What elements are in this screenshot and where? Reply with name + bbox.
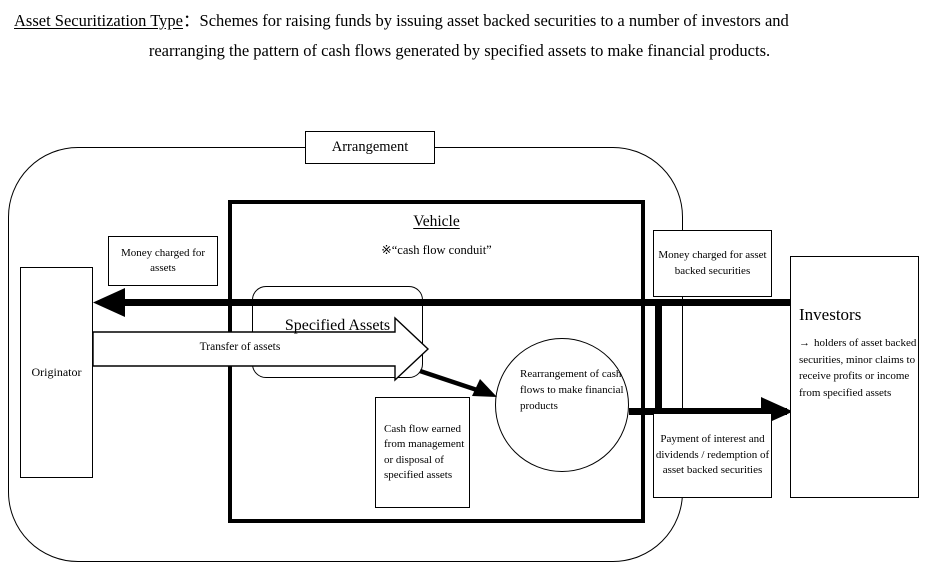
callout-money-charged-for-assets-text: Money charged for assets <box>120 246 206 275</box>
rearrangement-text: Rearrangement of cash flows to make fina… <box>520 368 624 412</box>
callout-money-charged-for-abs-text: Money charged for asset backed securitie… <box>658 249 767 277</box>
originator-box: Originator <box>20 267 93 478</box>
vehicle-subtitle: ※“cash flow conduit” <box>381 243 492 257</box>
callout-payment-of-interest-text: Payment of interest and dividends / rede… <box>655 433 770 477</box>
rearrangement-circle <box>495 338 629 472</box>
page-title: Asset Securitization Type：Schemes for ra… <box>0 6 929 66</box>
callout-cash-flow-earned: Cash flow earned from management or disp… <box>375 397 470 508</box>
defined-term: Asset Securitization Type <box>14 11 184 30</box>
title-definition-part-1: Schemes for raising funds by issuing ass… <box>199 11 789 30</box>
right-arrow-icon: → <box>799 337 810 349</box>
abs-flow-line-vertical <box>655 299 662 411</box>
callout-payment-of-interest: Payment of interest and dividends / rede… <box>653 413 772 498</box>
investors-description-text: holders of asset backed securities, mino… <box>799 337 917 399</box>
callout-money-charged-for-assets: Money charged for assets <box>108 236 218 286</box>
originator-label: Originator <box>31 365 82 379</box>
investors-title: Investors <box>799 305 862 324</box>
money-flow-line-horizontal <box>105 299 791 306</box>
title-line-1: Asset Securitization Type：Schemes for ra… <box>0 6 929 36</box>
title-definition-part-2: rearranging the pattern of cash flows ge… <box>148 41 771 60</box>
callout-transfer-of-assets: Transfer of assets <box>100 341 380 353</box>
specified-assets-label: Specified Assets <box>284 317 391 334</box>
investors-box: Investors →holders of asset backed secur… <box>790 256 919 498</box>
title-separator: ： <box>183 11 200 30</box>
arrangement-label: Arrangement <box>305 131 435 164</box>
investors-description: →holders of asset backed securities, min… <box>799 335 917 401</box>
vehicle-title: Vehicle <box>228 213 645 231</box>
callout-transfer-of-assets-text: Transfer of assets <box>199 341 281 353</box>
callout-money-charged-for-abs: Money charged for asset backed securitie… <box>653 230 772 297</box>
vehicle-title-text: Vehicle <box>413 213 460 230</box>
callout-cash-flow-earned-text: Cash flow earned from management or disp… <box>384 422 465 482</box>
payment-flow-line-horizontal <box>629 408 787 415</box>
